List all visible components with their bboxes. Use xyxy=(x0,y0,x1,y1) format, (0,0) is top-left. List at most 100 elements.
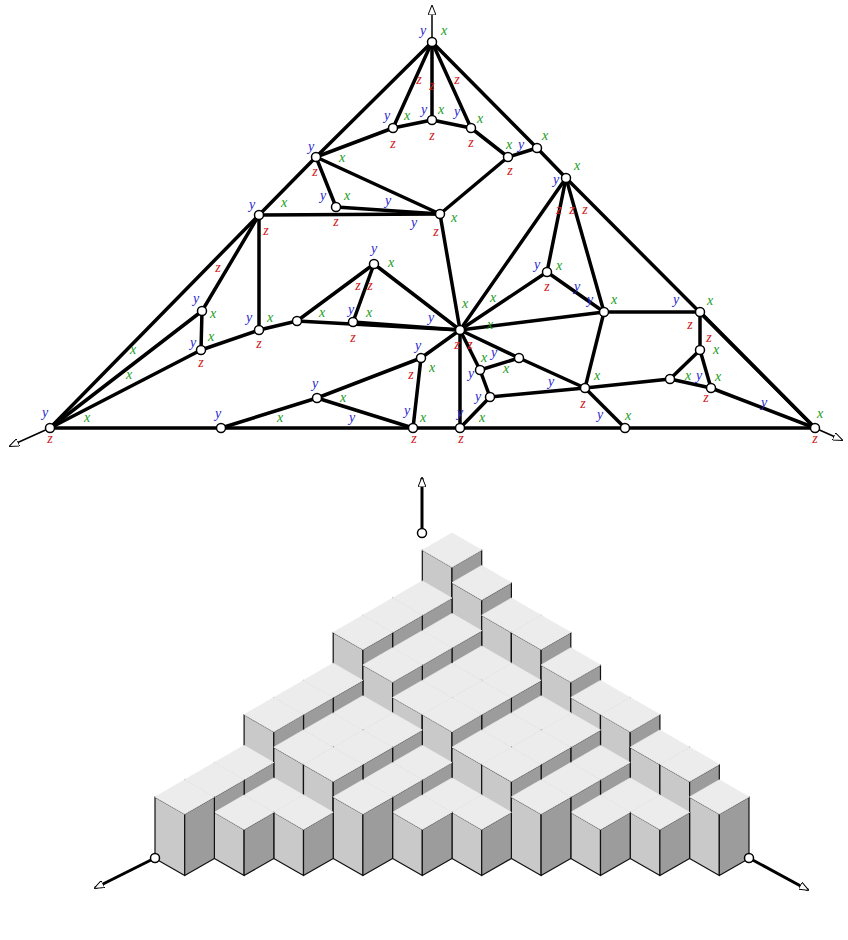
graph-edge xyxy=(317,398,413,428)
graph-edge xyxy=(698,312,702,350)
angle-label: x xyxy=(403,109,411,123)
angle-label: y xyxy=(547,375,555,389)
axis-arrow xyxy=(431,6,433,42)
graph-edge xyxy=(374,264,460,330)
graph-vertex xyxy=(543,268,552,277)
angle-label: x xyxy=(338,151,346,165)
graph-edge xyxy=(316,42,432,157)
graph-edge xyxy=(297,264,374,321)
surface-face xyxy=(155,780,214,814)
graph-edge xyxy=(413,426,460,430)
graph-edge xyxy=(221,426,413,430)
angle-label: x xyxy=(437,103,445,117)
graph-vertex xyxy=(198,307,207,316)
surface-face xyxy=(452,795,511,829)
graph-vertex xyxy=(436,210,445,219)
angle-label: y xyxy=(307,140,315,154)
angle-label: x xyxy=(318,306,326,320)
angle-label: z xyxy=(686,318,693,332)
angle-label: z xyxy=(457,432,464,446)
graph-vertex xyxy=(255,211,264,220)
angle-label: y xyxy=(672,293,680,307)
graph-edge xyxy=(471,128,508,157)
graph-vertex xyxy=(621,424,630,433)
angle-label: x xyxy=(486,318,494,332)
surface-face xyxy=(333,780,392,814)
angle-label: y xyxy=(490,346,498,360)
graph-edge xyxy=(585,388,625,428)
graph-edge xyxy=(201,311,202,350)
angle-label: y xyxy=(348,411,356,425)
graph-vertex xyxy=(486,393,495,402)
angle-label: y xyxy=(695,369,703,383)
angle-label: x xyxy=(706,294,714,308)
graph-edge xyxy=(393,42,432,128)
angle-label: x xyxy=(502,362,510,376)
graph-vertex xyxy=(696,346,705,355)
graph-edge xyxy=(259,214,440,215)
schnyder-graph xyxy=(10,6,842,446)
graph-edge xyxy=(50,311,202,428)
graph-vertex xyxy=(476,366,485,375)
graph-edge xyxy=(604,310,700,314)
graph-edge xyxy=(50,215,259,428)
graph-edge xyxy=(353,322,460,330)
angle-label: z xyxy=(262,224,269,238)
graph-edge xyxy=(625,426,815,430)
graph-vertex xyxy=(515,354,524,363)
angle-label: y xyxy=(467,367,475,381)
axis-arrow xyxy=(95,858,155,888)
graph-edge xyxy=(519,358,585,388)
graph-vertex xyxy=(533,144,542,153)
graph-vertex xyxy=(332,203,341,212)
graph-edge xyxy=(353,264,374,322)
axis-arrow xyxy=(749,858,808,890)
angle-label: x xyxy=(450,211,458,225)
graph-vertex xyxy=(428,38,437,47)
angle-label: y xyxy=(311,377,319,391)
angle-label: x xyxy=(266,311,274,325)
angle-label: x xyxy=(129,343,137,357)
angle-label: x xyxy=(419,411,427,425)
angle-label: y xyxy=(453,105,461,119)
angle-label: y xyxy=(403,404,411,418)
surface-face xyxy=(630,795,689,829)
surface-vertex xyxy=(418,529,427,538)
angle-label: x xyxy=(365,306,373,320)
surface-vertex xyxy=(151,854,160,863)
angle-label: y xyxy=(586,293,594,307)
angle-label: z xyxy=(410,432,417,446)
graph-vertex xyxy=(313,394,322,403)
angle-label: x xyxy=(610,293,618,307)
surface-face xyxy=(511,615,570,649)
surface-vertex xyxy=(745,854,754,863)
angle-label: x xyxy=(624,409,632,423)
angle-label: y xyxy=(552,173,560,187)
graph-vertex xyxy=(696,308,705,317)
angle-label: y xyxy=(414,339,422,353)
angle-label: y xyxy=(573,280,581,294)
surface-face xyxy=(363,648,422,682)
angle-label: z xyxy=(428,129,435,143)
graph-edge xyxy=(297,321,460,330)
angle-label: x xyxy=(684,369,692,383)
graph-vertex xyxy=(370,260,379,269)
angle-label: z xyxy=(555,203,562,217)
angle-label: z xyxy=(349,331,356,345)
angle-label: y xyxy=(214,407,222,421)
angle-label: x xyxy=(207,330,215,344)
angle-label: x xyxy=(343,189,351,203)
surface-face xyxy=(304,747,363,781)
angle-label: y xyxy=(383,109,391,123)
graph-vertex xyxy=(581,384,590,393)
graph-edge xyxy=(585,312,604,388)
angle-label: z xyxy=(811,432,818,446)
angle-label: y xyxy=(517,138,525,152)
surface-face xyxy=(511,780,570,814)
graph-vertex xyxy=(456,326,465,335)
surface-face xyxy=(690,780,749,814)
graph-edge xyxy=(460,426,625,430)
angle-label: x xyxy=(573,159,581,173)
